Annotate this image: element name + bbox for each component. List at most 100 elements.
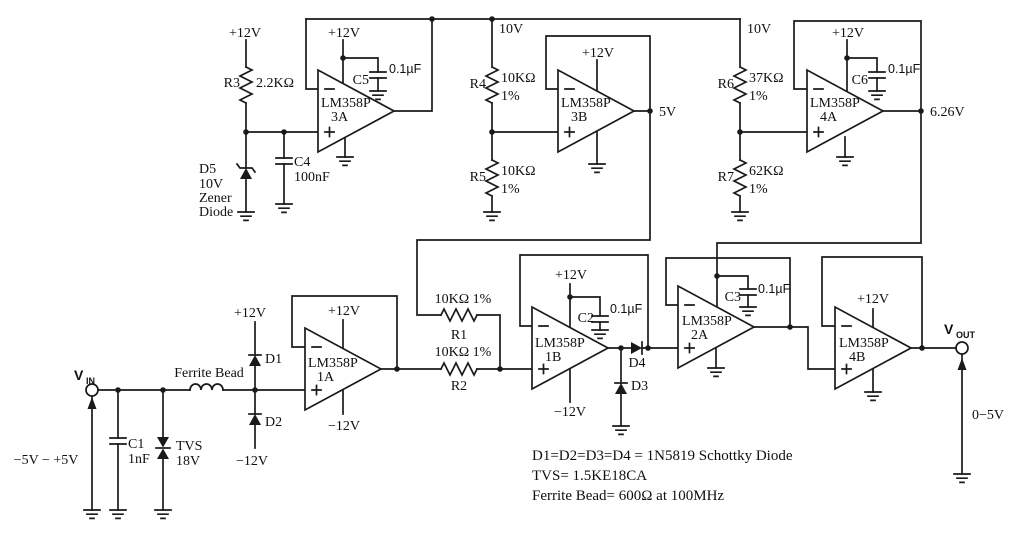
stage-3a-reference: +12V R3 2.2KΩ D5 10V Zener Diode C4 100n… bbox=[199, 18, 433, 222]
power-rail-10v: 10V 10V bbox=[305, 16, 771, 37]
capacitor-c1 bbox=[109, 437, 127, 445]
opamp-2a-designator: 2A bbox=[691, 328, 709, 343]
wire bbox=[821, 256, 963, 475]
ferrite-bead-label: Ferrite Bead bbox=[174, 366, 244, 381]
capacitor-c4 bbox=[275, 157, 293, 165]
junction-dot bbox=[645, 345, 651, 351]
input-arrow-icon bbox=[87, 397, 97, 409]
opamp-1a-designator: 1A bbox=[317, 370, 335, 385]
tvs-label: TVS bbox=[176, 439, 202, 454]
c6-value: 0.1µF bbox=[888, 62, 921, 76]
opamp-3b-part: LM358P bbox=[561, 96, 611, 111]
c4-label: C4 bbox=[294, 155, 310, 170]
tvs-diode-icon bbox=[155, 436, 171, 460]
supply-label: +12V bbox=[328, 304, 360, 319]
resistor-r4 bbox=[485, 66, 499, 104]
opamp-2a-part: LM358P bbox=[682, 314, 732, 329]
r2-label: R2 bbox=[451, 379, 467, 394]
opamp-3a-designator: 3A bbox=[331, 110, 349, 125]
d3-label: D3 bbox=[631, 379, 648, 394]
capacitor-c5 bbox=[369, 71, 387, 79]
opamp-1a-part: LM358P bbox=[308, 356, 358, 371]
junction-dot bbox=[243, 129, 249, 135]
r3-label: R3 bbox=[224, 76, 240, 91]
c1-value: 1nF bbox=[128, 452, 150, 467]
junction-dot bbox=[844, 55, 850, 61]
ground-icon bbox=[731, 211, 749, 222]
junction-dot bbox=[714, 273, 720, 279]
ground-icon bbox=[868, 90, 886, 101]
wire bbox=[665, 257, 836, 370]
capacitor-c3 bbox=[739, 288, 757, 296]
r5-value: 10KΩ bbox=[501, 164, 536, 179]
supply-label: +12V bbox=[234, 306, 266, 321]
opamp-4a-part: LM358P bbox=[810, 96, 860, 111]
ground-icon bbox=[588, 163, 606, 174]
c2-label: C2 bbox=[578, 311, 594, 326]
r2-value: 10KΩ 1% bbox=[435, 345, 492, 360]
supply-label: +12V bbox=[328, 26, 360, 41]
junction-dot bbox=[567, 294, 573, 300]
junction-dot bbox=[394, 366, 400, 372]
d5-voltage: 10V bbox=[199, 177, 223, 192]
resistor-r2 bbox=[440, 362, 478, 376]
ground-icon bbox=[864, 391, 882, 402]
c3-value: 0.1µF bbox=[758, 282, 791, 296]
opamp-3b-designator: 3B bbox=[571, 110, 587, 125]
r4-label: R4 bbox=[470, 77, 486, 92]
ground-icon bbox=[739, 306, 757, 317]
opamp-4b-part: LM358P bbox=[839, 336, 889, 351]
r6-value: 37KΩ bbox=[749, 71, 784, 86]
supply-label: −12V bbox=[554, 405, 586, 420]
ground-icon bbox=[83, 509, 101, 520]
opamp-4b-designator: 4B bbox=[849, 350, 865, 365]
stage-4b-output-buffer: +12V LM358P 4B V OUT 0−5V bbox=[821, 256, 1004, 484]
c3-label: C3 bbox=[725, 290, 741, 305]
vin-subscript: IN bbox=[86, 376, 95, 386]
supply-label: +12V bbox=[229, 26, 261, 41]
ground-icon bbox=[336, 156, 354, 167]
diode-d1-icon bbox=[248, 354, 262, 367]
summing-network: 10KΩ 1% R1 10KΩ 1% R2 bbox=[416, 110, 651, 394]
d5-type-1: Zener bbox=[199, 191, 232, 206]
tvs-value: 18V bbox=[176, 454, 200, 469]
r4-value: 10KΩ bbox=[501, 71, 536, 86]
note-line: D1=D2=D3=D4 = 1N5819 Schottky Diode bbox=[532, 448, 793, 464]
diode-d4-icon bbox=[630, 341, 643, 355]
resistor-r6 bbox=[733, 66, 747, 104]
vout-terminal bbox=[955, 341, 969, 355]
supply-label: −12V bbox=[328, 419, 360, 434]
r5-tolerance: 1% bbox=[501, 182, 520, 197]
diode-d3-icon bbox=[614, 382, 628, 395]
junction-dot bbox=[919, 345, 925, 351]
stage-1b-buffer: +12V C2 0.1µF LM358P 1B −12V D4 D3 bbox=[519, 254, 679, 436]
r7-tolerance: 1% bbox=[749, 182, 768, 197]
ground-icon bbox=[154, 509, 172, 520]
r6-label: R6 bbox=[718, 77, 734, 92]
junction-dot bbox=[340, 55, 346, 61]
input-range-label: −5V − +5V bbox=[14, 453, 79, 468]
stage-4a-6v26-buffer: R6 37KΩ 1% R7 62KΩ 1% LM358P 4A +12V C6 … bbox=[716, 18, 965, 277]
notes-block: D1=D2=D3=D4 = 1N5819 Schottky Diode TVS=… bbox=[532, 448, 793, 504]
output-arrow-icon bbox=[957, 358, 967, 370]
r1-label: R1 bbox=[451, 328, 467, 343]
junction-dot bbox=[281, 129, 287, 135]
ground-icon bbox=[612, 425, 630, 436]
ground-icon bbox=[836, 156, 854, 167]
resistor-r1 bbox=[440, 308, 478, 322]
rail-voltage-label: 10V bbox=[747, 22, 771, 37]
c4-value: 100nF bbox=[294, 170, 330, 185]
stage-2a-clamp: C3 0.1µF LM358P 2A bbox=[665, 257, 836, 378]
ground-icon bbox=[109, 509, 127, 520]
supply-label: −12V bbox=[236, 454, 268, 469]
supply-label: +12V bbox=[555, 268, 587, 283]
input-protection: V IN −5V − +5V C1 1nF TVS 18V Ferrite Be… bbox=[14, 306, 306, 520]
note-line: Ferrite Bead= 600Ω at 100MHz bbox=[532, 488, 724, 504]
r7-value: 62KΩ bbox=[749, 164, 784, 179]
r6-tolerance: 1% bbox=[749, 89, 768, 104]
vout-label: V bbox=[944, 321, 954, 337]
c6-label: C6 bbox=[852, 73, 868, 88]
ground-icon bbox=[953, 473, 971, 484]
junction-dot bbox=[918, 108, 924, 114]
resistor-r3 bbox=[239, 66, 253, 104]
